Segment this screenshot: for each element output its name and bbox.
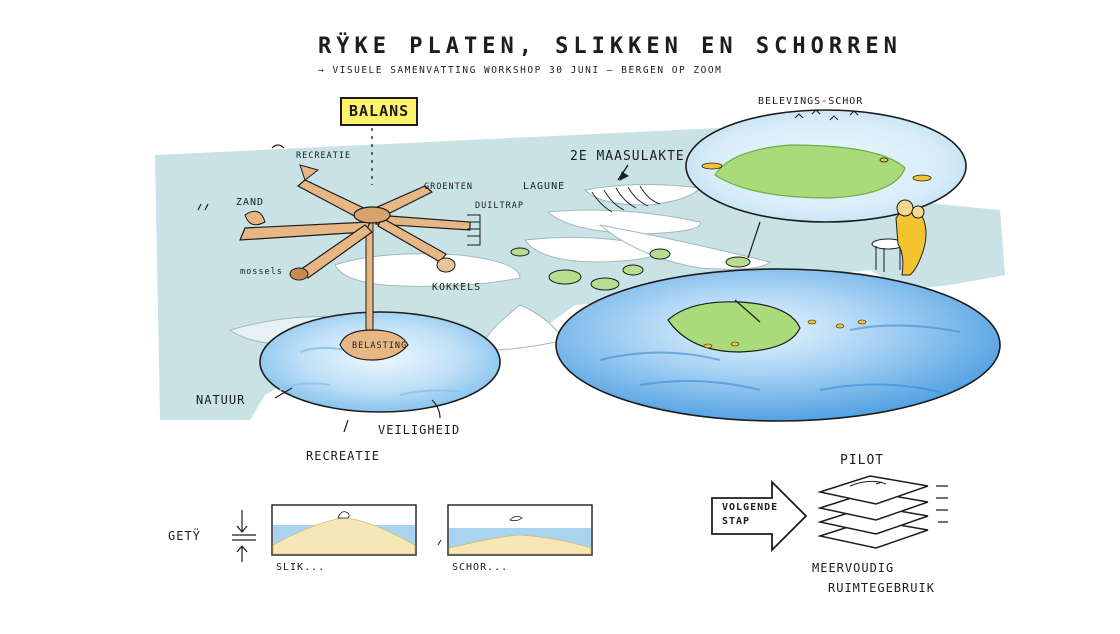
label-recreatie: RECREATIE [306, 449, 381, 463]
label-duiltrap: DUILTRAP [475, 201, 524, 211]
label-belasting: BELASTING [352, 341, 408, 351]
green-islets [510, 247, 751, 291]
label-kokkels: KOKKELS [432, 282, 482, 293]
natuur-ellipse [259, 311, 501, 413]
pilot-layers [817, 475, 929, 549]
page-subtitle: → VISUELE SAMENVATTING WORKSHOP 30 JUNI … [318, 65, 723, 76]
label-stap: STAP [722, 516, 751, 527]
label-mossels: mossels [240, 267, 283, 277]
label-recreatie-top: RECREATIE [296, 151, 352, 161]
label-maasvlakte: 2E MAASULAKTE [570, 149, 685, 164]
label-meervoudig: MEERVOUDIG [812, 561, 895, 575]
label-groenten: GROENTEN [424, 182, 473, 192]
schor-panel [447, 504, 593, 556]
label-schor: SCHOR... [452, 562, 509, 573]
label-slik: SLIK... [276, 562, 326, 573]
schor-boats [701, 157, 932, 182]
maasvlakte-hatching [591, 164, 661, 213]
sand-banks [228, 183, 771, 351]
volgende-stap-arrow [711, 479, 808, 553]
label-belevings-schor: BELEVINGS-SCHOR [758, 96, 864, 107]
label-natuur: NATUUR [196, 393, 246, 407]
lower-island-birds [703, 319, 867, 349]
schor-birds [794, 109, 859, 121]
label-ruimtegebruik: RUIMTEGEBRUIK [828, 581, 935, 595]
label-veiligheid: VEILIGHEID [378, 423, 461, 437]
page-title: RŸKE PLATEN, SLIKKEN EN SCHORREN [318, 34, 902, 59]
label-getij: GETŸ [168, 529, 201, 543]
pilot-dashes [936, 485, 948, 523]
label-volgende: VOLGENDE [722, 502, 779, 513]
label-zand: ZAND [236, 197, 265, 208]
tide-arrows [232, 510, 256, 562]
balans-highlight-label: BALANS [340, 97, 419, 126]
slik-panel [271, 504, 417, 556]
label-lagune: LAGUNE [523, 181, 566, 192]
label-pilot: PILOT [840, 453, 885, 468]
balance-windmill [239, 164, 481, 361]
person-on-bench [871, 199, 927, 276]
belevings-schor-island [714, 144, 906, 199]
